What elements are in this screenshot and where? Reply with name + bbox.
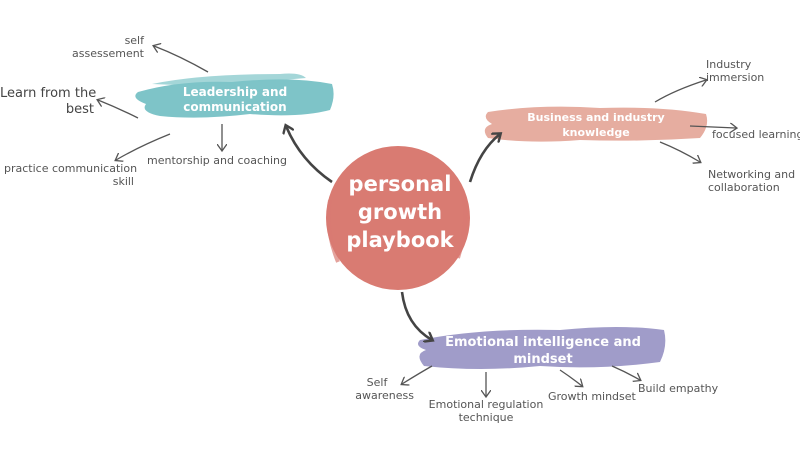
- label-networking-line1: Networking and: [708, 168, 796, 181]
- label-networking-line2: collaboration: [708, 181, 780, 194]
- label-self-awareness: Self awareness: [340, 376, 414, 402]
- label-immersion-line1: Industry: [706, 58, 752, 71]
- label-regulation: Emotional regulation technique: [418, 398, 554, 424]
- business-title-line2: knowledge: [562, 126, 630, 139]
- leadership-title-line2: communication: [183, 100, 287, 114]
- arrow-to-growth: [559, 369, 582, 386]
- label-regulation-line1: Emotional regulation: [428, 398, 544, 411]
- emotional-band: [418, 327, 666, 369]
- leadership-title: Leadership and communication: [150, 85, 320, 115]
- label-regulation-line2: technique: [458, 411, 514, 424]
- arrow-to-focused: [689, 126, 736, 128]
- label-immersion-line2: immersion: [706, 71, 765, 84]
- connector-center-emotional: [400, 291, 432, 340]
- central-title-line3: playbook: [346, 228, 454, 252]
- central-title-line1: personal: [348, 172, 452, 196]
- arrow-to-empathy: [611, 365, 640, 380]
- label-learn-best-line1: Learn from the: [0, 86, 97, 101]
- label-immersion: Industry immersion: [706, 58, 764, 84]
- label-practice: practice communication skill: [4, 162, 138, 188]
- leadership-title-line1: Leadership and: [182, 85, 288, 99]
- arrow-to-self-awareness: [402, 365, 433, 384]
- arrow-to-practice: [116, 133, 171, 160]
- label-growth: Growth mindset: [548, 390, 636, 403]
- arrow-to-immersion: [654, 80, 706, 103]
- arrow-to-learn-best: [98, 100, 139, 119]
- label-practice-line1: practice communication: [4, 162, 138, 175]
- label-self-awareness-line1: Self: [366, 376, 388, 389]
- leadership-band: [135, 73, 334, 118]
- emotional-title: Emotional intelligence and mindset: [428, 334, 658, 368]
- label-learn-best-line2: best: [65, 102, 94, 117]
- label-empathy: Build empathy: [638, 382, 719, 395]
- label-self-awareness-line2: awareness: [355, 389, 414, 402]
- central-title-line2: growth: [357, 200, 443, 224]
- label-networking: Networking and collaboration: [708, 168, 795, 194]
- label-self-assessment-line2: assessement: [72, 47, 144, 60]
- label-focused: focused learning: [712, 128, 800, 141]
- central-title: personal growth playbook: [330, 170, 470, 254]
- arrow-to-networking: [659, 141, 700, 162]
- label-self-assessment: self assessement: [60, 34, 144, 60]
- label-practice-line2: skill: [112, 175, 134, 188]
- connector-center-business: [468, 134, 500, 183]
- label-mentorship: mentorship and coaching: [147, 154, 287, 167]
- business-band: [484, 106, 708, 142]
- emotional-title-line2: mindset: [513, 352, 573, 367]
- central-node: [326, 146, 470, 290]
- label-learn-best: Learn from the best: [0, 86, 97, 118]
- business-title-line1: Business and industry: [527, 111, 665, 124]
- connector-center-leadership: [286, 126, 333, 184]
- emotional-title-line1: Emotional intelligence and: [445, 335, 641, 350]
- arrow-to-self-assessment: [154, 46, 209, 73]
- business-title: Business and industry knowledge: [496, 110, 696, 140]
- label-self-assessment-line1: self: [124, 34, 144, 47]
